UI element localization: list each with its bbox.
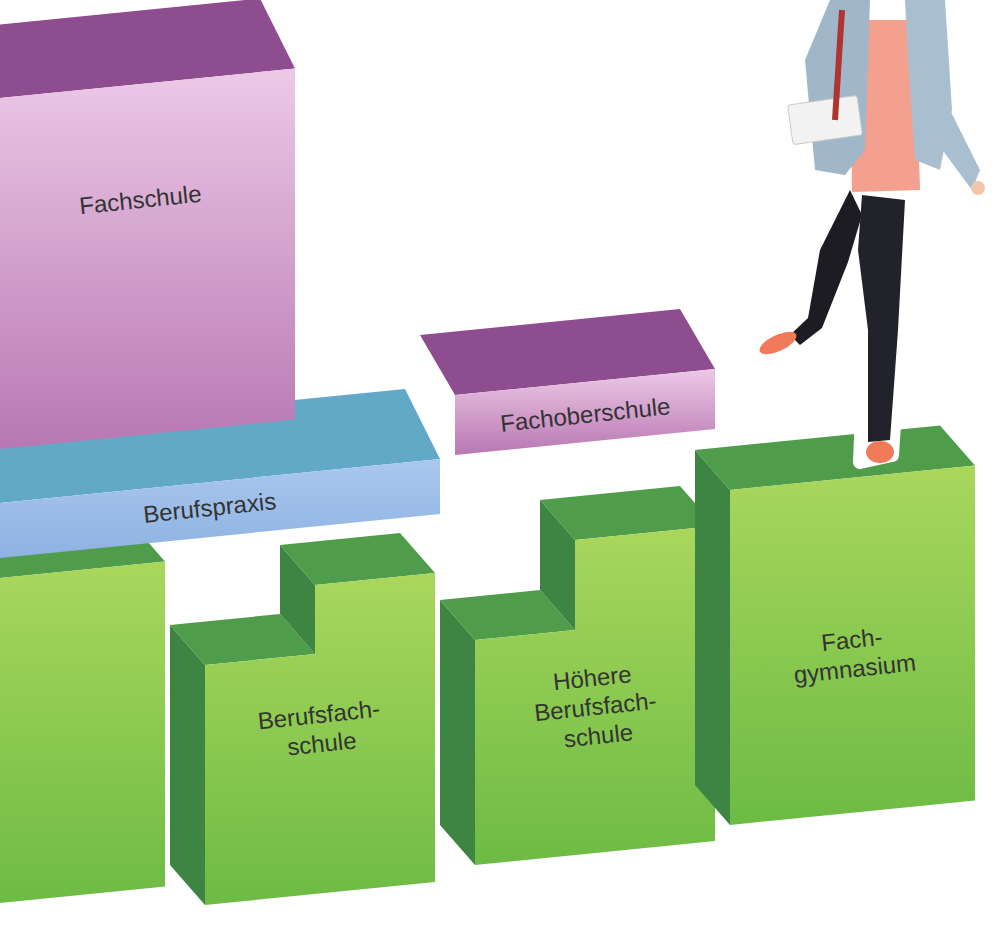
block-front <box>475 526 715 865</box>
purple-block <box>0 0 295 451</box>
band-front <box>0 459 440 560</box>
figure-outline <box>760 0 985 462</box>
block-label: Fach- gymnasium <box>789 620 917 690</box>
block-front <box>205 573 435 905</box>
block-side <box>170 625 205 905</box>
shoe <box>866 441 894 463</box>
leg <box>790 190 862 345</box>
block-front <box>0 562 165 906</box>
green-block <box>0 522 165 906</box>
books <box>788 95 863 144</box>
blue-band: Berufspraxis <box>60 483 360 534</box>
purple-block: Fachschule <box>10 140 270 260</box>
block-label: Berufsfach- schule <box>256 695 384 765</box>
green-block <box>695 426 975 826</box>
green-block <box>170 533 435 905</box>
hand <box>971 181 985 195</box>
green-block: Fach- gymnasium <box>738 585 968 725</box>
block-front <box>455 369 715 455</box>
jacket <box>805 0 870 175</box>
block-label: Fachoberschule <box>499 392 672 438</box>
block-front <box>730 466 975 826</box>
block-front <box>0 69 295 452</box>
arm <box>935 100 980 190</box>
shoe <box>756 327 799 358</box>
purple-block: Fachoberschule <box>465 388 705 443</box>
green-block <box>440 486 715 865</box>
block-side <box>695 450 730 825</box>
block-label: Berufspraxis <box>142 487 278 530</box>
block-label: Fachschule <box>77 179 202 220</box>
strap <box>835 10 842 120</box>
student-figure <box>756 0 985 463</box>
leg <box>858 195 905 442</box>
block-side <box>440 600 475 865</box>
green-block: Berufsfach- schule <box>212 660 428 800</box>
green-block: Höhere Berufsfach- schule <box>482 632 708 782</box>
purple-block <box>420 309 715 455</box>
block-label: Höhere Berufsfach- schule <box>529 658 660 757</box>
